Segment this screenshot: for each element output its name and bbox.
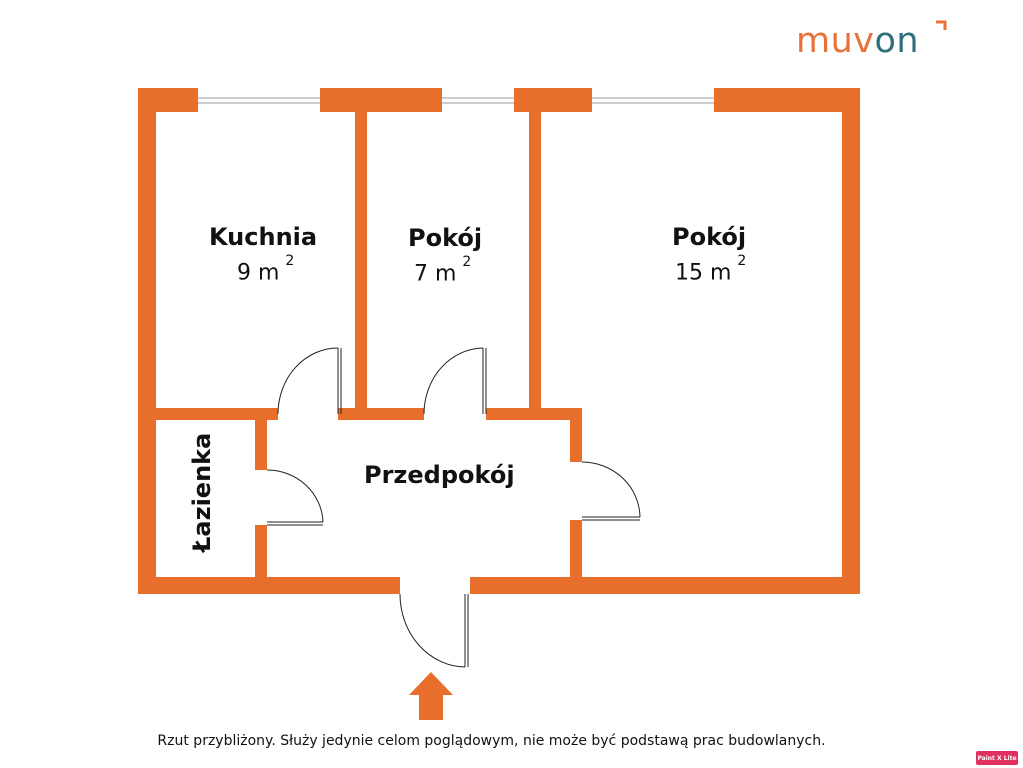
wall-hall-room-upper	[570, 420, 582, 462]
logo-text-right: on	[874, 21, 920, 61]
outer-wall-left	[138, 88, 156, 594]
window-kitchen	[198, 88, 320, 112]
app-badge: Paint X Lite	[976, 751, 1018, 765]
room-name-bathroom: Łazienka	[188, 432, 216, 552]
outer-wall-right	[842, 88, 860, 594]
up-arrow-icon	[409, 672, 453, 720]
room-name-large-room: Pokój	[672, 223, 747, 251]
logo-text-left: muv	[796, 21, 875, 61]
wall-hall-room-lower	[570, 520, 582, 577]
wall-hall-top-b	[486, 408, 582, 420]
wall-kitchen-room	[355, 112, 367, 420]
window-room-large	[592, 88, 714, 112]
door-kitchen	[277, 347, 342, 415]
wall-kitchen-bath	[156, 408, 278, 420]
brand-logo: muvon	[796, 20, 951, 61]
disclaimer-text: Rzut przybliżony. Służy jedynie celom po…	[157, 733, 826, 749]
door-large-room	[581, 461, 641, 521]
room-name-small-room: Pokój	[408, 224, 483, 252]
wall-bath-hall-upper	[255, 420, 267, 470]
logo-mark-icon	[935, 20, 947, 30]
outer-wall-bottom-left	[138, 577, 400, 594]
room-name-kitchen: Kuchnia	[209, 223, 318, 251]
door-entrance	[399, 593, 469, 668]
wall-bath-hall-lower	[255, 525, 267, 577]
wall-hall-top-a	[338, 408, 424, 420]
wall-room-room	[529, 112, 541, 420]
room-name-hallway: Przedpokój	[364, 461, 515, 489]
door-bathroom	[266, 469, 324, 526]
window-room-small	[442, 88, 514, 112]
outer-wall-bottom-right	[470, 577, 860, 594]
door-small-room	[423, 347, 487, 415]
